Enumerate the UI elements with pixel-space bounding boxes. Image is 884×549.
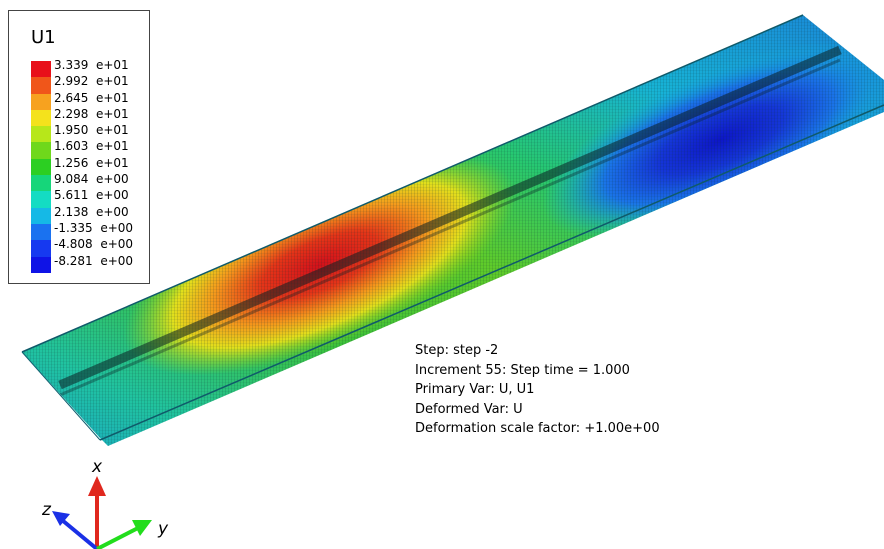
legend-value-label: 1.603 e+01 <box>54 139 129 154</box>
z-axis-arrow <box>52 511 99 549</box>
legend-value-label: 5.611 e+00 <box>54 188 129 203</box>
legend-value-label: -4.808 e+00 <box>54 237 134 252</box>
legend-title: U1 <box>31 27 56 48</box>
legend-swatch <box>31 175 51 192</box>
legend-swatch <box>31 207 51 224</box>
legend-swatch <box>31 240 51 257</box>
legend-value-label: 2.992 e+01 <box>54 74 129 89</box>
legend-swatch <box>31 191 51 208</box>
deformed-var-text: Deformed Var: U <box>415 401 523 417</box>
step-text: Step: step -2 <box>415 343 499 358</box>
orientation-triad: x z y <box>41 457 169 549</box>
legend-swatch <box>31 77 51 94</box>
legend-swatch <box>31 223 51 241</box>
legend-value-label: -1.335 e+00 <box>54 220 134 235</box>
increment-text: Increment 55: Step time = 1.000 <box>415 362 630 378</box>
legend-swatch <box>31 109 51 127</box>
scale-factor-text: Deformation scale factor: +1.00e+00 <box>415 421 660 436</box>
legend-value-label: 9.084 e+00 <box>54 172 129 187</box>
legend-value-label: 1.950 e+01 <box>54 123 129 138</box>
z-axis-label: z <box>41 500 52 520</box>
x-axis-arrow <box>88 476 106 549</box>
legend-value-label: 2.138 e+00 <box>54 204 129 219</box>
legend-color-scale <box>31 61 51 273</box>
legend-swatch <box>31 93 51 110</box>
legend-swatch <box>31 158 51 176</box>
legend-swatch <box>31 142 51 159</box>
legend-swatch <box>31 61 51 78</box>
primary-var-text: Primary Var: U, U1 <box>415 382 535 397</box>
legend-swatch <box>31 126 51 143</box>
step-info-block: Step: step -2 Increment 55: Step time = … <box>415 341 660 439</box>
legend-value-label: 2.645 e+01 <box>54 90 129 105</box>
legend-value-label: 2.298 e+01 <box>54 106 129 121</box>
y-axis-arrow <box>96 520 152 549</box>
legend-swatch <box>31 256 51 273</box>
legend-value-label: 3.339 e+01 <box>54 58 129 72</box>
legend-value-label: -8.281 e+00 <box>54 253 134 268</box>
legend-value-label: 1.256 e+01 <box>54 155 129 170</box>
y-axis-label: y <box>157 519 169 539</box>
x-axis-label: x <box>91 457 103 477</box>
